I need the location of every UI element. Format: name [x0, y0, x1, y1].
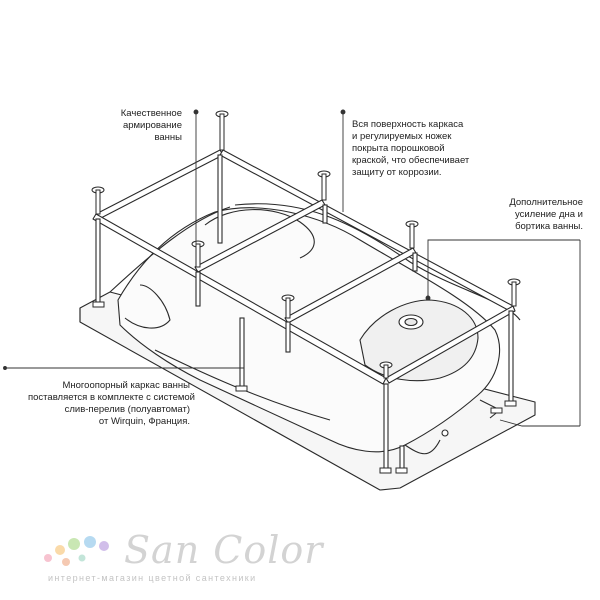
- callout-line: покрыта порошковой: [352, 143, 445, 154]
- callout-line: и регулируемых ножек: [352, 131, 452, 142]
- callout-leaders: [3, 109, 581, 427]
- callout-line: Качественное: [120, 108, 182, 119]
- foot-top-2: [215, 110, 229, 151]
- callout-line: слив-перелив (полуавтомат): [64, 404, 190, 415]
- foot-top-3: [317, 170, 331, 201]
- foot-top-6: [191, 240, 205, 268]
- callout-coating: Вся поверхность каркаса и регулируемых н…: [352, 119, 492, 179]
- brand-watermark: San Color интернет-магазин цветной санте…: [40, 528, 322, 590]
- brand-dot: [44, 554, 52, 562]
- foot-top-7: [281, 294, 295, 319]
- callout-line: Многоопорный каркас ванны: [62, 380, 190, 391]
- callout-line: бортика ванны.: [515, 221, 583, 232]
- frame-legs: [95, 154, 514, 471]
- brand-tagline: интернет-магазин цветной сантехники: [48, 573, 257, 583]
- callout-frame-kit: Многоопорный каркас ванны поставляется в…: [28, 380, 195, 428]
- steel-frame: [92, 149, 516, 385]
- brand-dots-logo: [44, 536, 109, 566]
- brand-dot: [62, 558, 70, 566]
- brand-dot: [68, 538, 80, 550]
- brand-dot: [78, 554, 86, 562]
- brand-name: San Color: [124, 528, 324, 572]
- foot-top-4: [405, 220, 419, 249]
- foot-top-8: [379, 361, 393, 379]
- brand-dot: [84, 536, 96, 548]
- callout-line: армирование: [122, 120, 182, 131]
- foot-top-1: [91, 186, 105, 215]
- callout-extra-support: Дополнительное усиление дна и бортика ва…: [470, 197, 583, 233]
- adjustable-feet: [91, 110, 521, 379]
- callout-line: Вся поверхность каркаса: [352, 119, 464, 130]
- foot-top-5: [507, 278, 521, 307]
- callout-line: усиление дна и: [514, 209, 583, 220]
- brand-dot: [99, 541, 109, 551]
- callout-line: Дополнительное: [509, 197, 583, 208]
- callout-reinforcement: Качественное армирование ванны: [112, 108, 182, 144]
- callout-line: ванны: [154, 132, 182, 143]
- callout-line: краской, что обеспечивает: [352, 155, 470, 166]
- callout-line: поставляется в комплекте с системой: [28, 392, 195, 403]
- callout-line: от Wirquin, Франция.: [98, 416, 190, 427]
- base-plates: [92, 301, 517, 474]
- brand-dot: [55, 545, 65, 555]
- callout-line: защиту от коррозии.: [352, 167, 442, 178]
- bathtub-shell: [79, 203, 536, 491]
